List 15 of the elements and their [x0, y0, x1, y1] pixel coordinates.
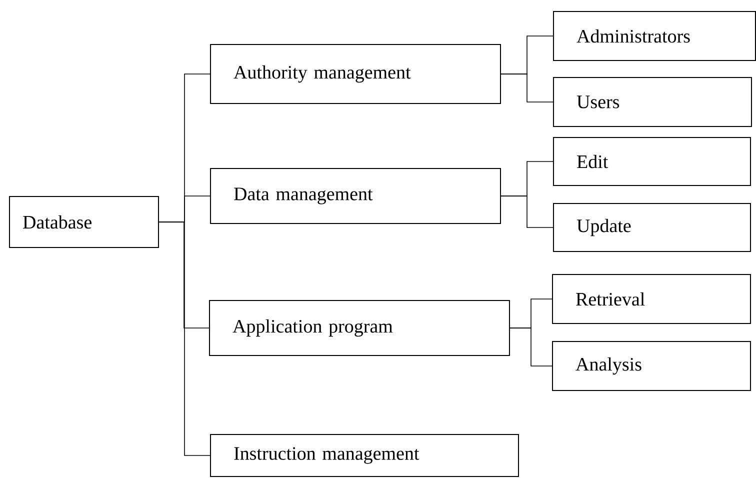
item-box: Instruction management: [210, 434, 519, 477]
item-box: Update: [553, 203, 751, 252]
item-box: Analysis: [552, 341, 751, 391]
item-box: Retrieval: [552, 274, 751, 324]
item-box: Edit: [553, 137, 751, 186]
category-box: Authority management: [210, 44, 501, 104]
category-box: Data management: [210, 168, 501, 224]
root-box: Database: [9, 196, 159, 248]
category-box: Application program: [209, 300, 510, 356]
item-box: Users: [553, 77, 752, 127]
item-box: Administrators: [553, 11, 756, 61]
connector-line: [500, 196, 554, 228]
connector-line: [500, 74, 554, 102]
connector-line: [158, 222, 210, 456]
connector-line: [510, 328, 552, 366]
